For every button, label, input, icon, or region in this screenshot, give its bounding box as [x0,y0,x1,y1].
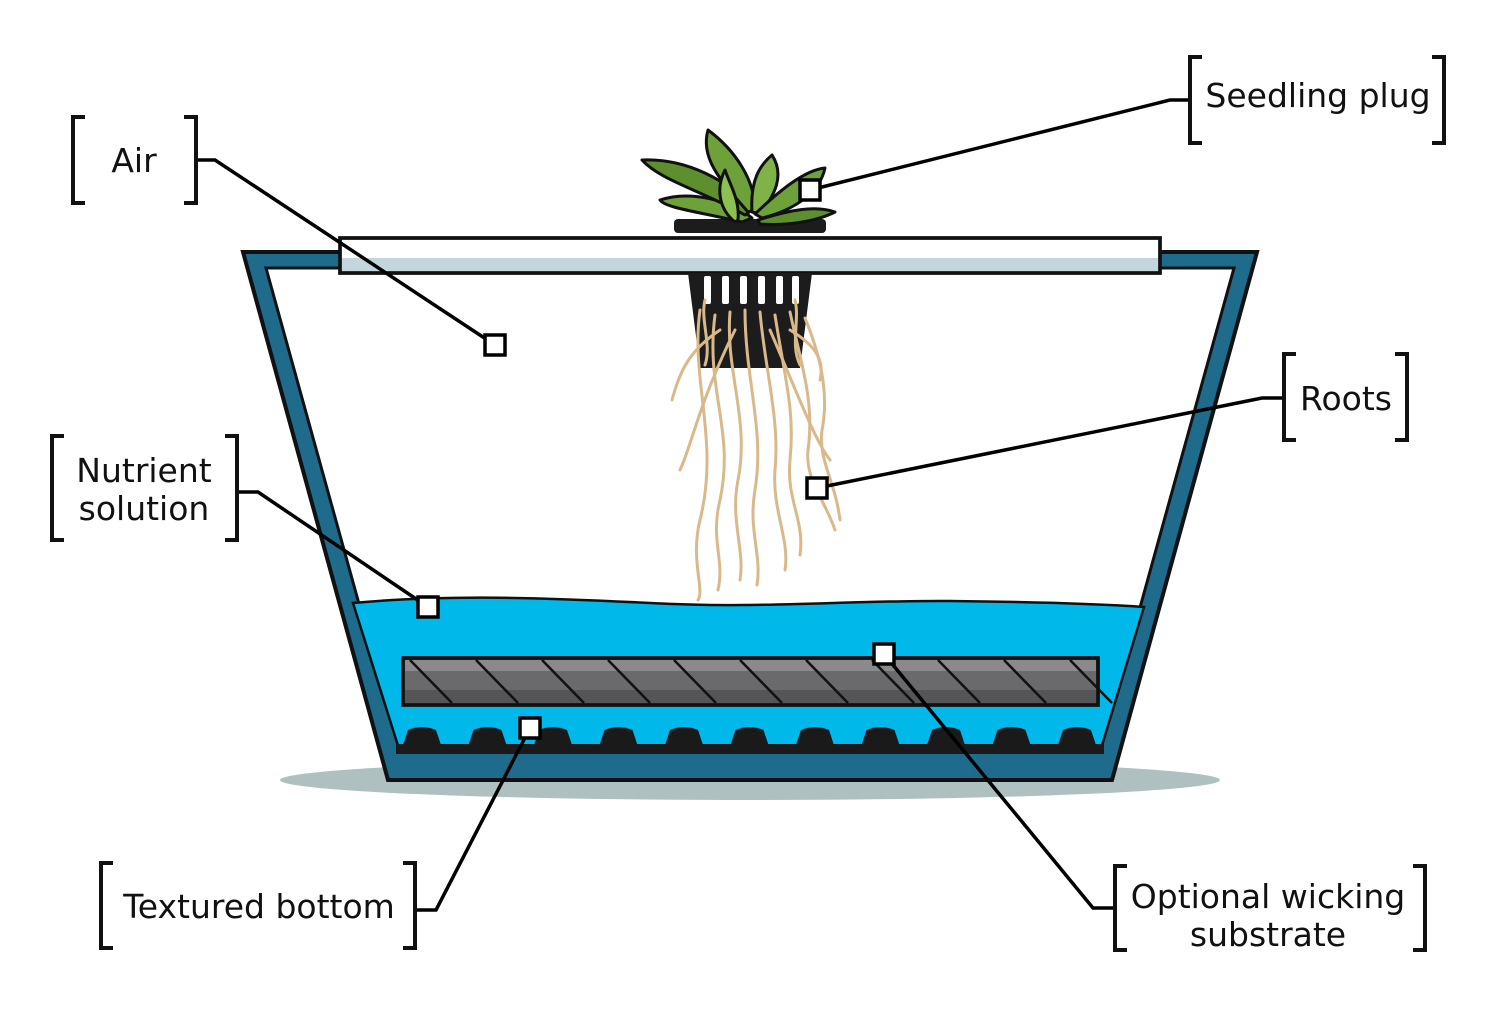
bottom-bump [729,727,770,748]
bracket-wicking-right [1413,864,1427,952]
substrate-hatch [739,659,783,704]
bracket-nutrient-right [225,434,239,542]
label-wicking-line2: substrate [1190,915,1346,954]
bottom-bump [533,727,573,748]
bracket-textured-left [99,861,113,950]
substrate-hatch [805,659,849,704]
label-seedling-plug: Seedling plug [1205,76,1430,115]
bottom-bump [991,727,1032,748]
substrate-hatch [1069,659,1113,704]
bottom-bump [467,727,508,748]
bottom-bump [795,727,835,748]
bracket-wicking-left [1113,864,1127,952]
substrate-hatch [673,659,717,704]
leader-lines [195,98,1282,912]
label-nutrient-line1: Nutrient [76,451,211,490]
bracket-nutrient-left [50,434,64,542]
label-air: Air [111,141,157,180]
substrate-hatch [409,659,453,704]
bracket-roots-left [1282,352,1296,442]
marker-wicking-substrate [872,642,896,666]
marker-roots [805,476,829,500]
marker-textured-bottom [518,716,542,740]
marker-seedling-plug [798,178,822,202]
label-textured-bottom: Textured bottom [122,887,395,926]
seedling-leaves [640,128,837,226]
roots [670,298,842,602]
bottom-bump [598,727,639,748]
lid [338,236,1162,275]
label-roots: Roots [1300,379,1392,418]
label-wicking-line1: Optional wicking [1131,877,1405,916]
wicking-substrate [401,656,1113,707]
substrate-hatch [1003,659,1047,704]
bracket-seedling-right [1432,55,1446,145]
bottom-bump [402,727,442,748]
textured-bottom [396,727,1104,754]
marker-nutrient-solution [416,595,440,619]
substrate-hatch [607,659,651,704]
substrate-hatch [937,659,981,704]
bracket-textured-right [403,861,417,950]
label-nutrient-line2: solution [79,489,210,528]
bracket-seedling-left [1188,55,1202,145]
substrate-hatch [475,659,519,704]
substrate-hatch [541,659,585,704]
bracket-air-left [71,115,85,205]
bracket-roots-right [1395,352,1409,442]
bottom-bump [860,727,901,748]
bottom-bump [1057,727,1097,748]
substrate-hatch [871,659,915,704]
marker-air [483,333,507,357]
bracket-air-right [184,115,198,205]
bottom-bump [664,727,704,748]
